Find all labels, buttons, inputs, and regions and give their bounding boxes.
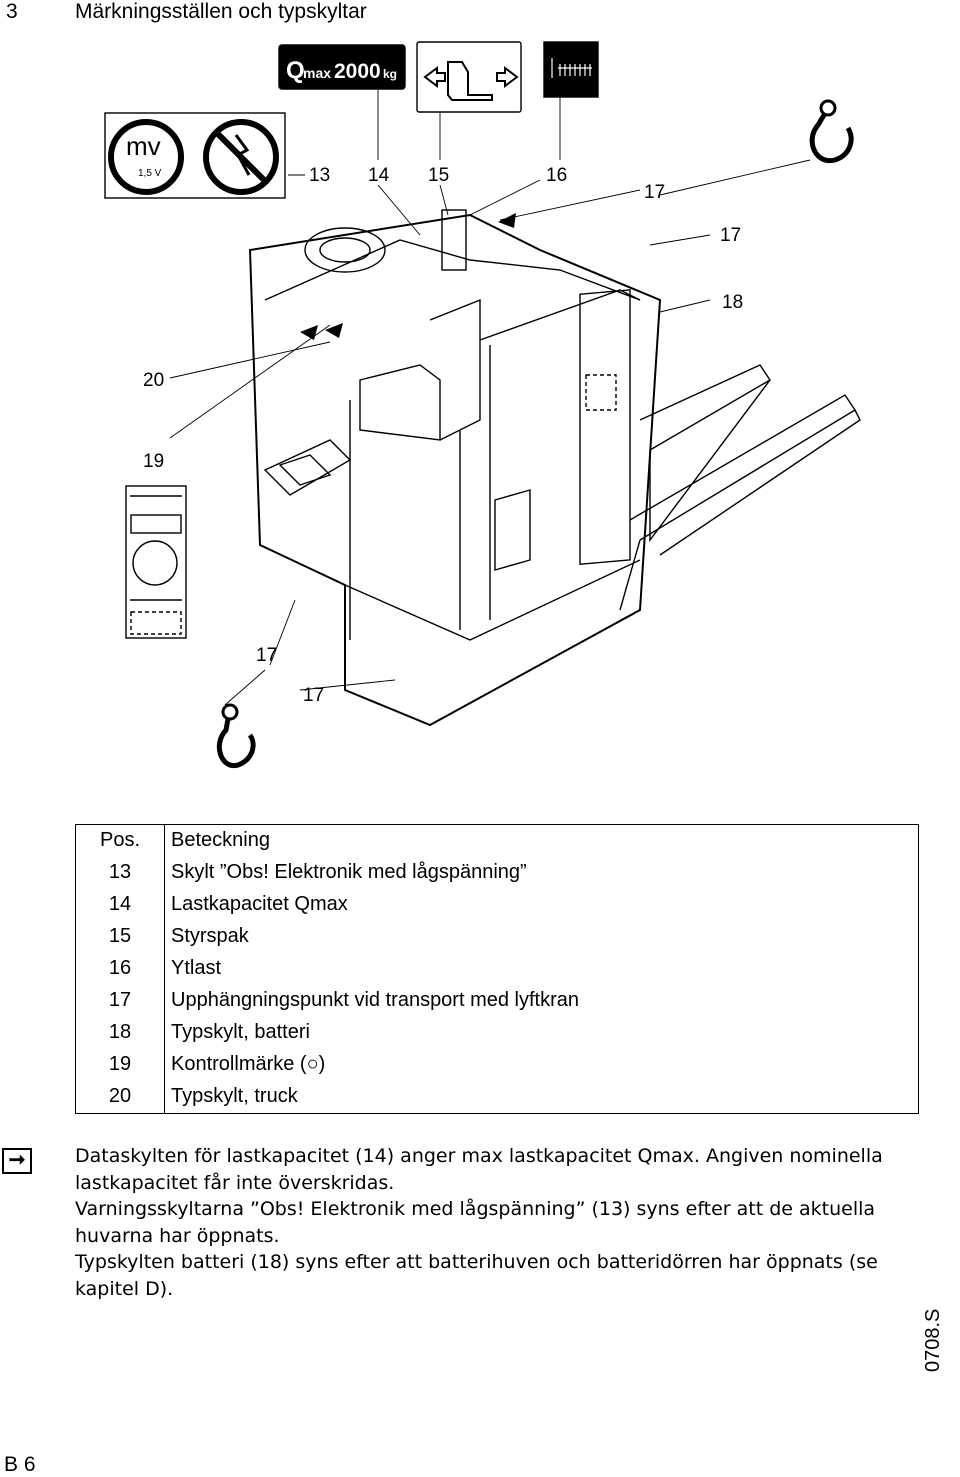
section-title: Märkningsställen och typskyltar — [75, 0, 367, 23]
row-pos: 17 — [75, 985, 165, 1017]
note-line-3: Typskylten batteri (18) syns efter att b… — [75, 1251, 878, 1300]
position-table: Pos. Beteckning 13 Skylt ”Obs! Elektronik… — [75, 824, 919, 1114]
table-row: 20 Typskylt, truck — [75, 1081, 919, 1114]
page-number: B 6 — [4, 1453, 36, 1476]
row-pos: 16 — [75, 953, 165, 985]
truck-illustration: Q max 2000 kg mv 1,5 V — [104, 41, 861, 769]
row-name: Styrspak — [171, 925, 249, 947]
callout-15: 15 — [428, 165, 450, 186]
header-pos: Pos. — [75, 824, 165, 857]
table-row: 15 Styrspak — [75, 921, 919, 953]
callout-17b: 17 — [720, 225, 742, 246]
qmax-unit: kg — [383, 67, 397, 81]
callout-17c: 17 — [256, 645, 278, 666]
callout-17a: 17 — [644, 182, 666, 203]
section-number: 3 — [6, 0, 18, 23]
mv-value: 1,5 V — [138, 168, 162, 179]
row-pos: 18 — [75, 1017, 165, 1049]
row-name: Typskylt, batteri — [171, 1021, 310, 1043]
arrow-right-icon: ➞ — [2, 1148, 32, 1174]
qmax-q: Q — [286, 57, 305, 84]
table-row: 18 Typskylt, batteri — [75, 1017, 919, 1049]
table-row: 17 Upphängningspunkt vid transport med ly… — [75, 985, 919, 1017]
row-name: Upphängningspunkt vid transport med lyft… — [171, 989, 580, 1011]
row-name: Ytlast — [171, 957, 222, 979]
note-line-2: Varningsskyltarna ”Obs! Elektronik med l… — [75, 1198, 876, 1247]
row-name: Skylt ”Obs! Elektronik med lågspänning” — [171, 861, 527, 883]
callout-18: 18 — [722, 292, 744, 313]
table-row: 14 Lastkapacitet Qmax — [75, 889, 919, 921]
table-row: 13 Skylt ”Obs! Elektronik med lågspänning… — [75, 857, 919, 889]
table-row: 19 Kontrollmärke (○) — [75, 1049, 919, 1081]
mv-text: mv — [126, 131, 161, 161]
no-voltage-sign-circle — [203, 119, 279, 195]
callout-17d: 17 — [303, 685, 325, 706]
document-code: 0708.S — [922, 1308, 944, 1372]
note-line-1: Dataskylten för lastkapacitet (14) anger… — [75, 1145, 883, 1194]
row-pos: 15 — [75, 921, 165, 953]
row-pos: 14 — [75, 889, 165, 921]
row-name: Kontrollmärke (○) — [171, 1053, 326, 1075]
row-name: Lastkapacitet Qmax — [171, 893, 348, 915]
header-name: Beteckning — [171, 829, 270, 851]
qmax-value: 2000 — [334, 60, 381, 83]
callout-16: 16 — [546, 165, 568, 186]
low-voltage-sign-frame — [104, 112, 286, 199]
control-label — [125, 485, 187, 639]
callout-20: 20 — [143, 370, 165, 391]
mv-sign-circle — [108, 119, 184, 195]
table-row: 16 Ytlast — [75, 953, 919, 985]
callout-13: 13 — [309, 165, 331, 186]
qmax-sub: max — [303, 65, 331, 81]
row-pos: 13 — [75, 857, 165, 889]
callout-14: 14 — [368, 165, 390, 186]
table-header-row: Pos. Beteckning — [75, 824, 919, 857]
callout-19: 19 — [143, 451, 165, 472]
note-text: Dataskylten för lastkapacitet (14) anger… — [75, 1143, 925, 1302]
row-pos: 19 — [75, 1049, 165, 1081]
row-pos: 20 — [75, 1081, 165, 1114]
row-name: Typskylt, truck — [171, 1085, 298, 1107]
